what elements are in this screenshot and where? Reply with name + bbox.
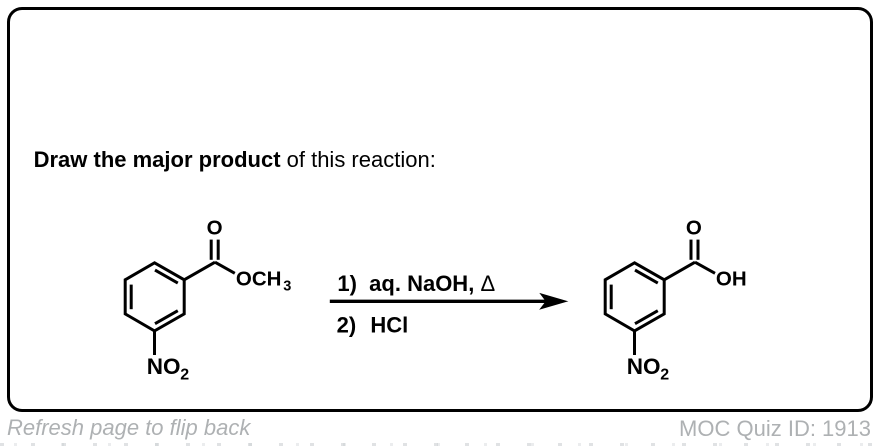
- svg-text:2: 2: [660, 367, 669, 384]
- svg-text:NO: NO: [627, 354, 661, 379]
- svg-text:OH: OH: [716, 268, 747, 291]
- svg-text:2: 2: [180, 367, 189, 384]
- svg-text:Draw the major product of this: Draw the major product of this reaction:: [34, 147, 436, 172]
- svg-text:O: O: [207, 217, 223, 240]
- svg-text:OCH: OCH: [236, 268, 282, 291]
- svg-text:NO: NO: [147, 354, 181, 379]
- svg-text:2) HCl: 2) HCl: [337, 312, 409, 337]
- svg-text:O: O: [686, 217, 702, 240]
- svg-text:3: 3: [283, 279, 291, 295]
- svg-text:1) aq. NaOH, Δ: 1) aq. NaOH, Δ: [337, 271, 495, 296]
